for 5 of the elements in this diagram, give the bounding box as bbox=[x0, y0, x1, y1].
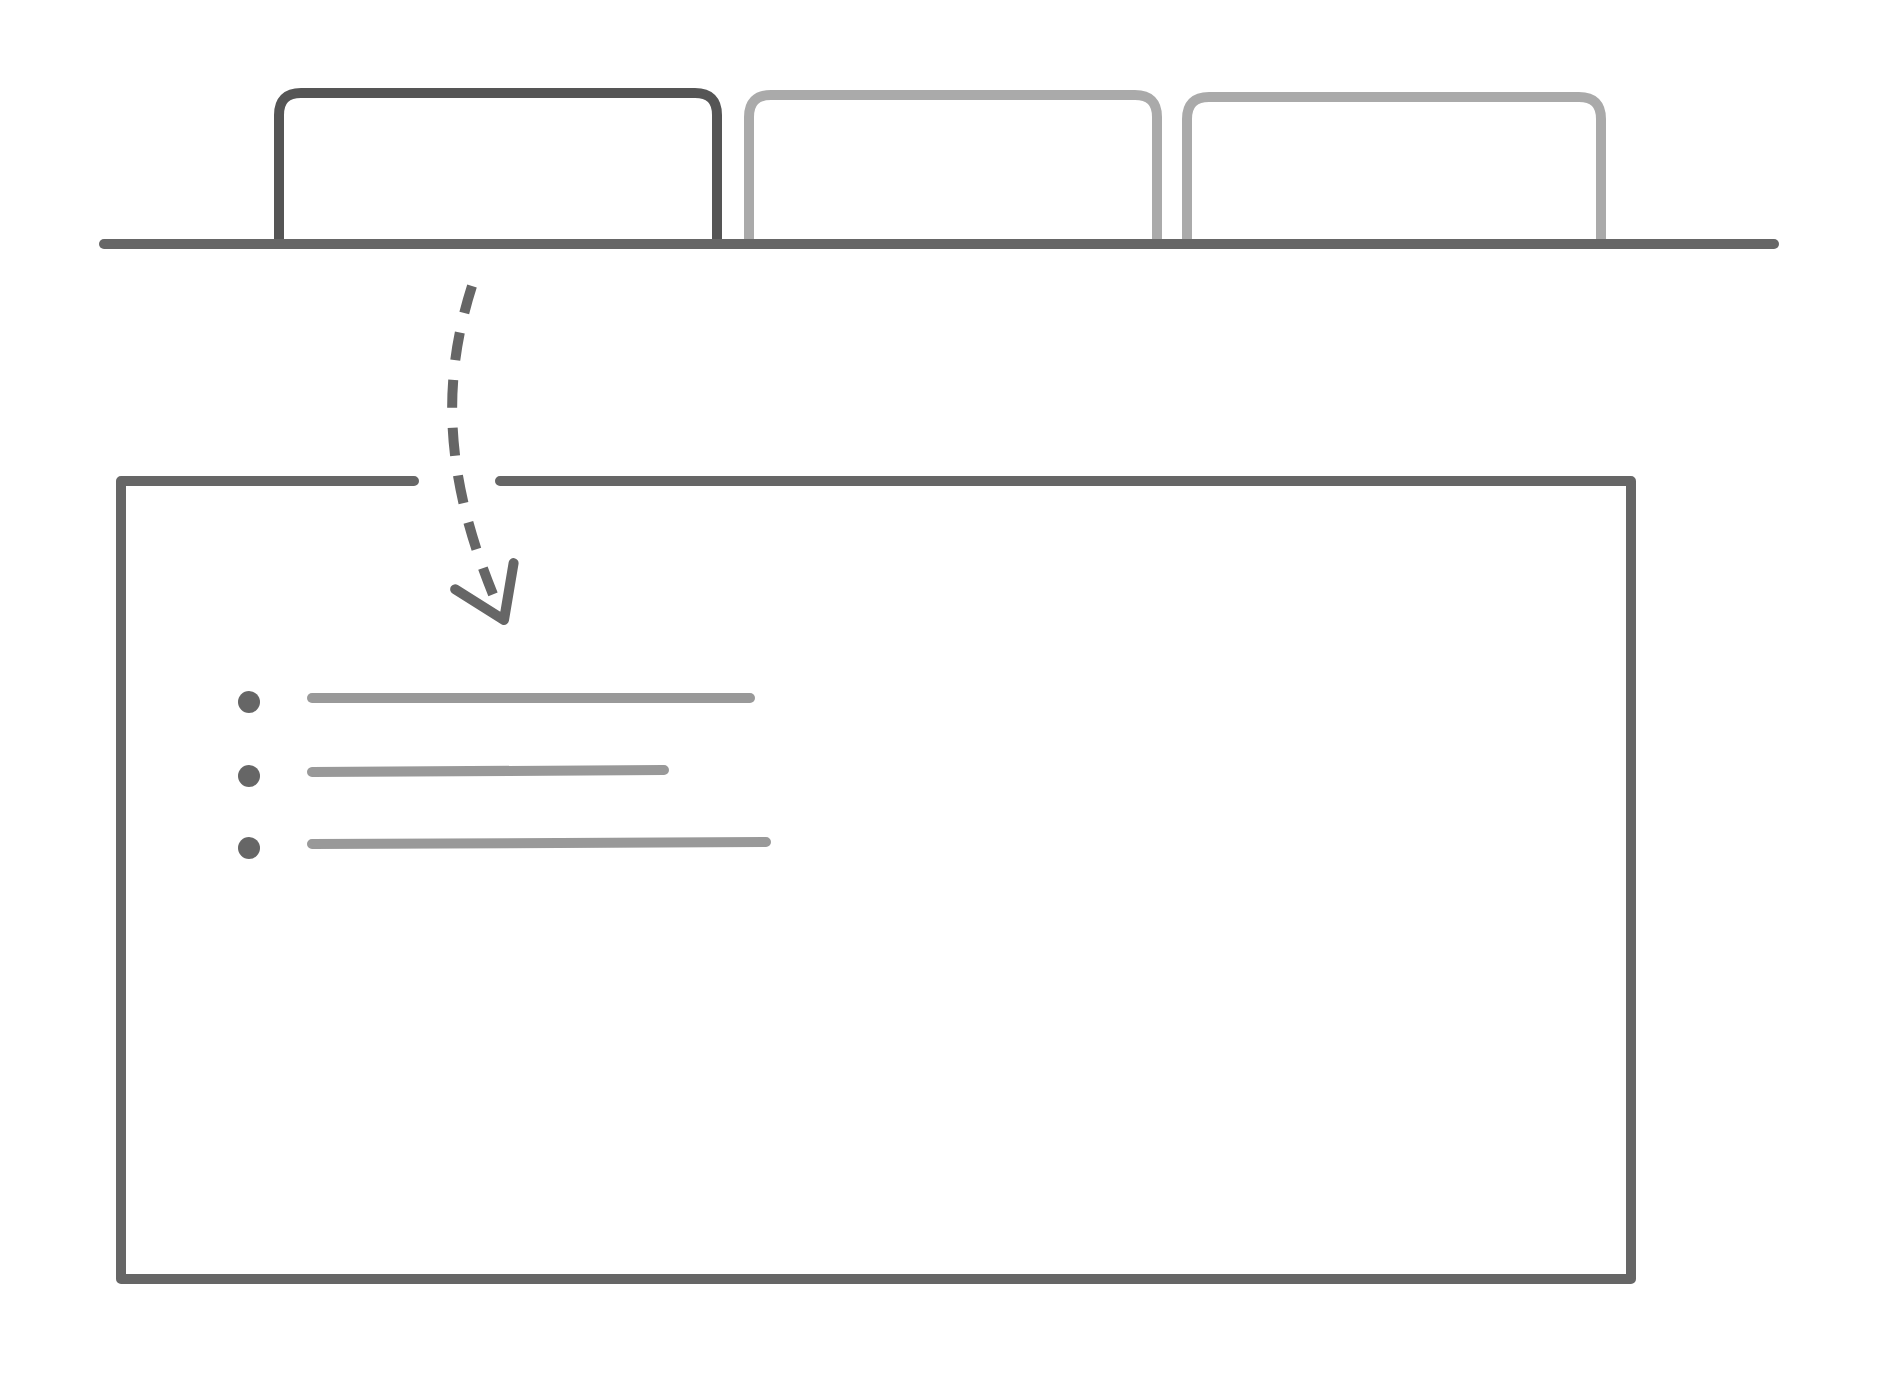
tab bbox=[1182, 92, 1606, 244]
tab bbox=[744, 90, 1162, 244]
selected-tab bbox=[274, 88, 722, 244]
content-panel bbox=[116, 476, 1636, 1284]
dashed-arrow bbox=[447, 284, 520, 625]
